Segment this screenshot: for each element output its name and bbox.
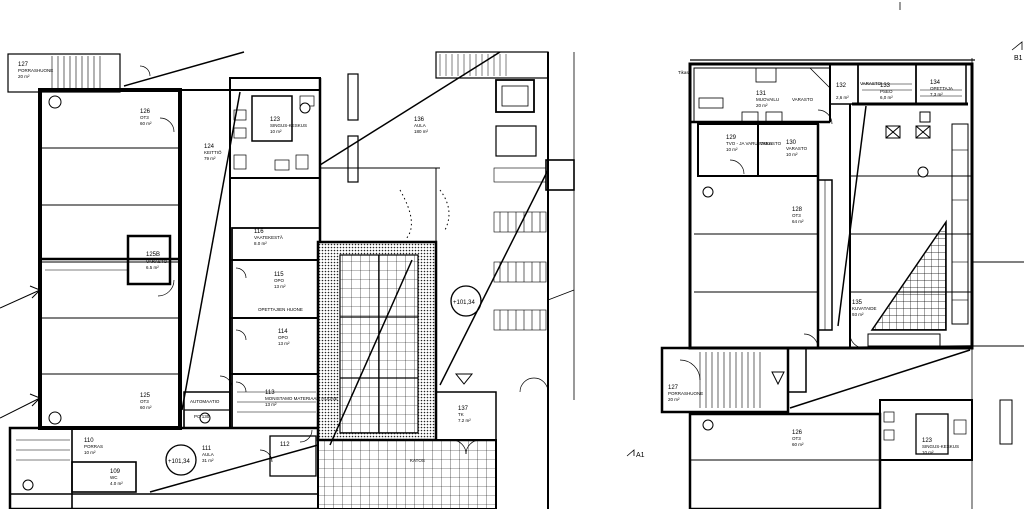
room-135-num: 135 [852,300,863,306]
room-137-area: 7.2 m² [458,418,471,423]
label-tikas: Tikas [678,70,689,75]
room-137-name: TK [458,412,464,417]
room-135-name: KUVATAIDE [852,306,877,311]
label-katos: KATOS [410,458,425,463]
room-116-name: VAATEKESTÄ [254,234,283,240]
room-111-name: AULA [202,452,214,457]
room-110-area: 10 m² [84,450,96,455]
room-130-area: 10 m² [786,152,798,157]
room-127-name: PORRASHUONE [18,68,53,73]
room-126-area: 60 m² [140,121,152,126]
level-marker-2: +101,34 [168,459,191,465]
room-129-name: TVO - JA VARUSTELU [726,141,772,146]
room-125b-name: VARASTO [146,259,168,264]
room-129-num: 129 [726,135,737,141]
room-126-right-num: 126 [792,430,803,436]
room-125-num: 125 [140,393,151,399]
room-124-name: KEITTIÖ [204,149,222,155]
room-136-num: 136 [414,117,425,123]
room-123-area: 10 m² [270,129,282,134]
room-109-area: 4.0 m² [110,481,123,486]
room-134-area: 7,3 m² [930,92,943,97]
room-111-area: 31 m² [202,458,214,463]
room-115-name: OPO [274,278,285,283]
room-131-num: 131 [756,91,767,97]
room-135-area: 93 m² [852,312,864,317]
room-123-right-area: 10 m² [922,450,934,455]
room-110-num: 110 [84,438,94,444]
room-114-name: OPO [278,335,289,340]
room-131-name: MUOVAILU [756,97,779,102]
room-128-name: OT3 [792,213,801,218]
room-123-name: SINGUS-KESKUS [270,123,307,128]
room-133-area: 6,0 m² [880,95,893,100]
left-plan [0,51,575,509]
room-126-right-area: 60 m² [792,442,804,447]
room-127-right-num: 127 [668,385,679,391]
section-marker-b1: B1 [1014,55,1023,62]
room-128-area: 64 m² [792,219,804,224]
room-113-area: 13 m² [265,402,277,407]
room-125-name: OT3 [140,399,149,404]
left-plan-labels: 127 PORRASHUONE 20 m² 126 OT3 60 m² 124 … [18,62,476,486]
room-110-name: PORRAS [84,444,103,449]
level-marker-1: +101,34 [453,300,476,306]
room-125-area: 60 m² [140,405,152,410]
room-111-num: 111 [202,446,212,452]
room-109-name: WC [110,475,118,480]
label-automaatio: AUTOMAATIO [190,399,220,404]
room-131-area: 20 m² [756,103,768,108]
room-113-num: 113 [265,390,275,396]
room-136-area: 180 m² [414,129,429,134]
room-136-name: AULA [414,123,426,128]
room-126-right-name: OT3 [792,436,801,441]
room-124-area: 79 m² [204,156,216,161]
room-109-num: 109 [110,469,121,475]
room-133-name: PSEO [880,89,893,94]
room-133-num: 133 [880,83,891,89]
room-125b-num: 125B [146,252,160,258]
room-129-area: 10 m² [726,147,738,152]
room-126-num: 126 [140,109,151,115]
room-130-num: 130 [786,140,797,146]
right-plan [626,2,1024,509]
room-125b-area: 6.5 m² [146,265,159,270]
room-114-area: 13 m² [278,341,290,346]
room-132-num: 132 [836,83,847,89]
room-115-num: 115 [274,272,284,278]
right-plan-labels: 131 MUOVAILU 20 m² 132 2,6 m² 133 PSEO 6… [668,70,959,455]
room-123-right-num: 123 [922,438,933,444]
room-123-right-name: SINGUS-KESKUS [922,444,959,449]
label-opettajien-huone: OPETTAJIEN HUONE [258,307,303,312]
room-130-name: VARASTO [786,146,808,151]
room-112-num: 112 [280,442,290,448]
room-127-right-name: PORRASHUONE [668,391,703,396]
section-marker-a1: A1 [636,452,645,459]
room-115-area: 13 m² [274,284,286,289]
room-116-num: 116 [254,229,264,235]
label-varasto-3: VARASTO [860,81,882,86]
room-128-num: 128 [792,207,803,213]
room-114-num: 114 [278,329,288,335]
room-116-area: 8.0 m² [254,241,267,246]
room-137-num: 137 [458,406,469,412]
room-127-area: 20 m² [18,74,30,79]
label-po: PO 130 [194,414,210,419]
room-132-area: 2,6 m² [836,95,849,100]
room-113-name: MONISTAMO MATERIAALI HUONE [265,396,338,401]
room-126-name: OT3 [140,115,149,120]
label-varasto-1: VARASTO [792,97,814,102]
room-127-right-area: 20 m² [668,397,680,402]
label-varasto-2: VARASTO [760,141,782,146]
room-127-num: 127 [18,62,29,68]
room-124-num: 124 [204,144,215,150]
room-134-num: 134 [930,80,941,86]
room-134-name: OPETTAJA [930,86,953,91]
room-123-num: 123 [270,117,281,123]
